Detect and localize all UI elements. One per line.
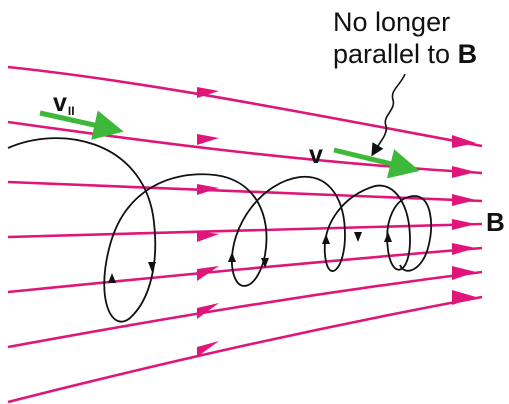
arrowhead-icon [108, 273, 116, 283]
field-line-4 [7, 222, 483, 239]
magnetic-field-lines [7, 65, 483, 404]
trajectory-arrowheads [108, 232, 392, 283]
arrowhead-icon-group [197, 87, 476, 357]
field-label: B [486, 207, 505, 237]
v-parallel-subscript: II [67, 104, 75, 118]
arrowhead-icon [197, 184, 219, 195]
field-line-1 [7, 65, 483, 148]
particle-spiral-trajectory [7, 137, 432, 323]
arrowhead-icon [197, 87, 219, 98]
arrowhead-icon [452, 166, 476, 178]
arrowhead-icon [148, 262, 156, 272]
caption-text: No longer parallel to B [333, 6, 477, 70]
caption-line-2-prefix: parallel to [333, 39, 458, 69]
arrow-right-icon [333, 147, 420, 179]
arrowhead-icon [452, 219, 476, 230]
v-parallel-symbol: v [53, 89, 67, 117]
caption-field-symbol: B [457, 39, 478, 69]
arrowhead-icon [452, 266, 476, 280]
field-line-7 [7, 295, 483, 404]
arrowhead-icon [261, 258, 269, 268]
arrowhead-icon [197, 231, 219, 242]
arrowhead-icon [197, 266, 219, 281]
arrowhead-icon [197, 134, 219, 145]
arrowhead-icon [452, 290, 476, 305]
field-line-6 [7, 270, 483, 349]
arrowhead-icon [384, 232, 392, 242]
arrowhead-icon [354, 232, 362, 242]
caption-pointer [371, 73, 406, 157]
arrowhead-icon [228, 252, 236, 262]
arrow-right-icon [39, 110, 124, 140]
arrowhead-icon [197, 341, 219, 357]
field-line-3 [7, 180, 483, 203]
v-label: v [309, 141, 323, 169]
arrowhead-icon [197, 303, 219, 319]
v-parallel-label: vII [53, 89, 75, 118]
arrowhead-icon [452, 194, 476, 206]
caption-line-1: No longer [333, 7, 451, 37]
field-line-2 [7, 120, 483, 175]
caption-line-2: parallel to B [333, 38, 477, 70]
arrowhead-icon [452, 135, 476, 148]
arrowhead-icon [322, 234, 330, 244]
arrowhead-icon [452, 243, 476, 255]
